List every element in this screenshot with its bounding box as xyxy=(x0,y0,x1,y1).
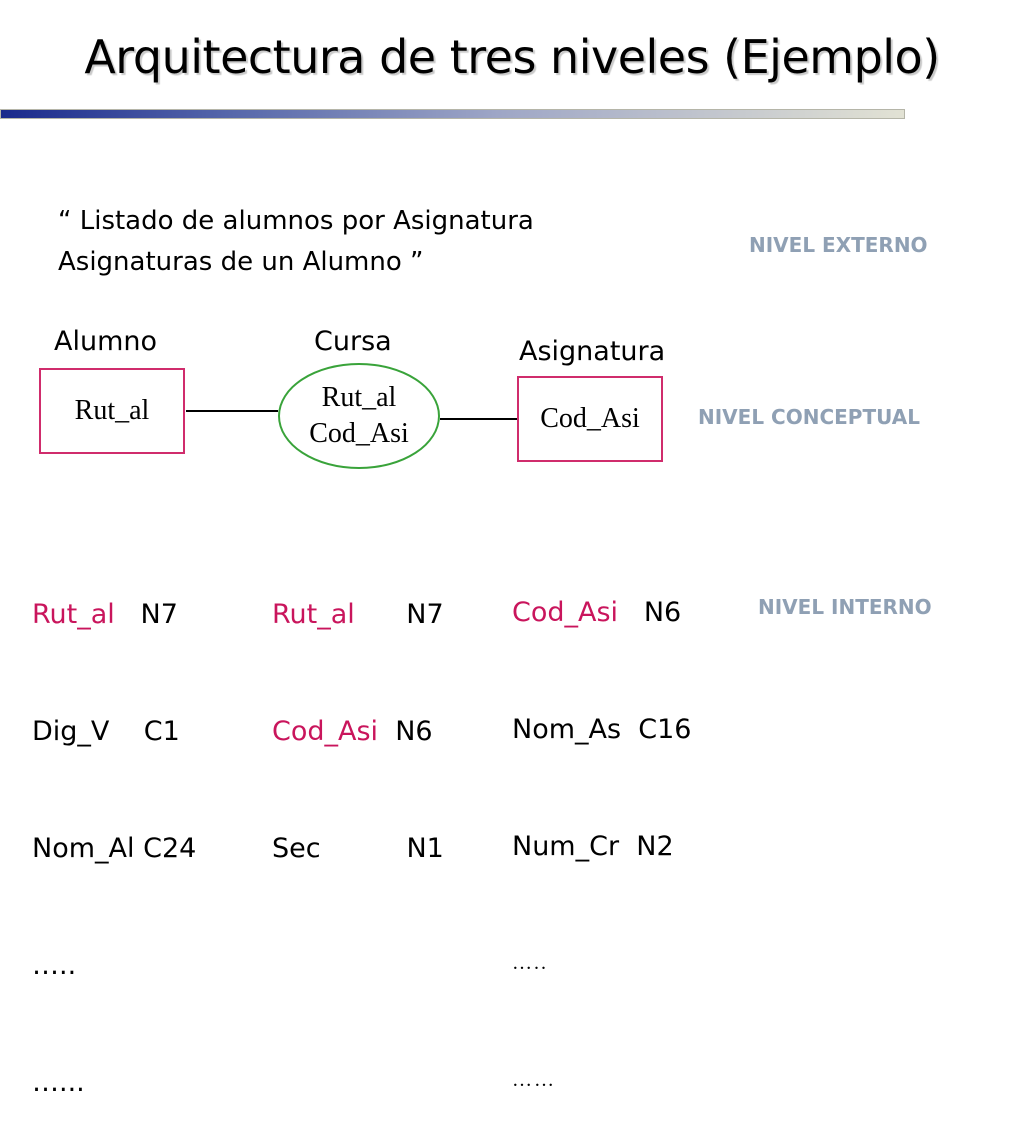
relationship-label-cursa: Cursa xyxy=(314,326,392,357)
field-name: Rut_al xyxy=(32,599,115,630)
entity-attr-alumno: Rut_al xyxy=(74,395,150,426)
field-name: Nom_As xyxy=(512,714,622,745)
field-row: Dig_V C1 xyxy=(32,712,196,751)
field-row: Cod_Asi N6 xyxy=(512,593,691,632)
field-type: N6 xyxy=(643,597,682,628)
field-name: Nom_Al xyxy=(32,833,135,864)
field-type: N2 xyxy=(636,831,674,862)
entity-box-asignatura: Cod_Asi xyxy=(517,376,663,462)
ellipsis-row: ….. xyxy=(32,950,77,981)
external-view-line-2: Asignaturas de un Alumno ” xyxy=(58,247,424,277)
ellipsis-row: ….. xyxy=(512,952,548,974)
ellipsis-row: …... xyxy=(32,1067,85,1098)
level-label-internal: NIVEL INTERNO xyxy=(758,595,932,619)
field-row: Nom_As C16 xyxy=(512,710,691,749)
level-label-conceptual: NIVEL CONCEPTUAL xyxy=(698,405,920,429)
slide-title: Arquitectura de tres niveles (Ejemplo) xyxy=(84,30,940,84)
entity-box-alumno: Rut_al xyxy=(39,368,185,454)
external-view-line-1: “ Listado de alumnos por Asignatura xyxy=(58,206,534,236)
field-name: Cod_Asi xyxy=(512,597,619,628)
field-row: Rut_al N7 xyxy=(272,595,444,634)
internal-record-cursa: Rut_al N7 Cod_Asi N6 Sec N1 xyxy=(272,517,444,907)
field-type: C1 xyxy=(143,716,180,747)
field-row: Sec N1 xyxy=(272,829,444,868)
field-type: N7 xyxy=(406,599,444,630)
internal-record-asignatura: Cod_Asi N6 Nom_As C16 Num_Cr N2 ….. …… xyxy=(512,515,691,1139)
field-name: Num_Cr xyxy=(512,831,620,862)
field-row: Rut_al N7 xyxy=(32,595,196,634)
connector-cursa-asignatura xyxy=(440,418,518,420)
field-name: Dig_V xyxy=(32,716,110,747)
field-row: Cod_Asi N6 xyxy=(272,712,444,751)
relationship-ellipse-cursa: Rut_al Cod_Asi xyxy=(278,363,440,469)
field-type: C24 xyxy=(143,833,197,864)
entity-label-alumno: Alumno xyxy=(54,326,158,357)
entity-attr-asignatura: Cod_Asi xyxy=(540,403,640,434)
field-name: Rut_al xyxy=(272,599,355,630)
field-type: N1 xyxy=(406,833,444,864)
relationship-attr-2: Cod_Asi xyxy=(309,418,409,449)
entity-label-asignatura: Asignatura xyxy=(519,336,666,367)
title-rule xyxy=(0,109,905,119)
field-type: N6 xyxy=(395,716,433,747)
ellipsis-row: …… xyxy=(512,1069,556,1091)
field-row: Num_Cr N2 xyxy=(512,827,691,866)
field-type: N7 xyxy=(140,599,178,630)
level-label-external: NIVEL EXTERNO xyxy=(749,233,928,257)
field-row: Nom_Al C24 xyxy=(32,829,196,868)
internal-record-alumno: Rut_al N7 Dig_V C1 Nom_Al C24 ….. …... xyxy=(32,517,196,1141)
field-name: Sec xyxy=(272,833,321,864)
connector-alumno-cursa xyxy=(186,410,278,412)
field-name: Cod_Asi xyxy=(272,716,379,747)
relationship-attr-1: Rut_al xyxy=(321,382,397,413)
field-type: C16 xyxy=(638,714,692,745)
